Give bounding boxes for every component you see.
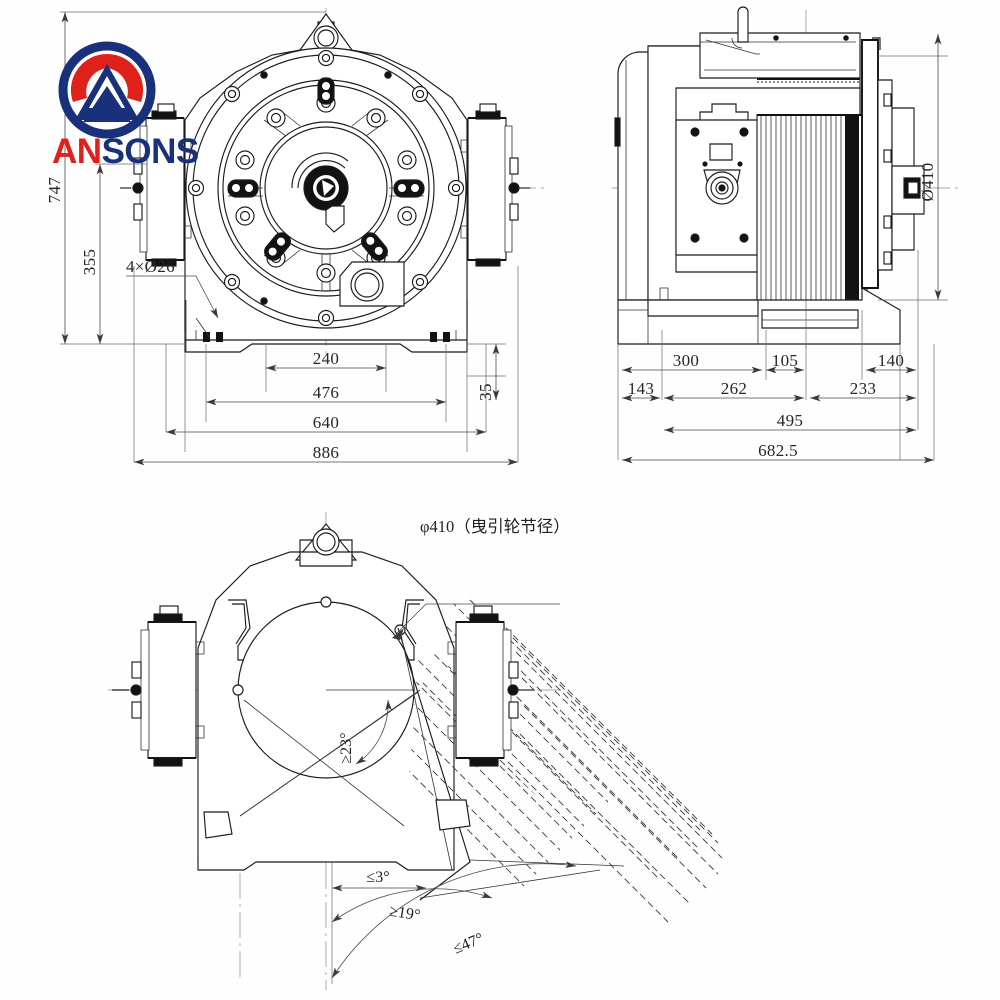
front-view-dimensions: 747 355 4×Ø26 240 476 (45, 11, 519, 466)
side-view-dimensions: Ø410 300 105 140 143 262 (617, 34, 948, 464)
front-brake-right (460, 103, 530, 267)
dim-233-text: 233 (850, 379, 876, 398)
front-hub (291, 152, 349, 233)
angle-23-arc (355, 699, 392, 765)
dim-355-text: 355 (80, 249, 99, 275)
front-terminal-boss (339, 261, 405, 307)
angle-23-text: ≥23° (338, 732, 355, 763)
dim-886-text: 886 (313, 443, 339, 462)
dim-682-text: 682.5 (758, 441, 798, 460)
side-cooling-fins (756, 114, 868, 316)
front-brake-left (120, 103, 192, 267)
dim-747-text: 747 (45, 177, 64, 204)
front-bolt-circle-outer (187, 49, 465, 327)
bottom-brake-right (447, 605, 534, 767)
front-view (120, 8, 545, 360)
sheave-note-leader (395, 603, 560, 635)
dim-240-text: 240 (313, 349, 339, 368)
bottom-rope-fan-extension (469, 599, 723, 923)
dim-phi410-text: Ø410 (918, 163, 937, 202)
angle-3-text: ≤3° (366, 869, 389, 886)
side-right-assembly (861, 37, 925, 289)
dim-495-text: 495 (777, 411, 803, 430)
angle-47-arc (331, 861, 577, 979)
dim-140-text: 140 (878, 351, 904, 370)
bottom-brake-left (112, 605, 205, 767)
side-base (617, 287, 901, 345)
angle-19-text: ≥19° (388, 903, 421, 925)
dim-35-text: 35 (476, 383, 495, 401)
dim-262-text: 262 (721, 379, 747, 398)
dim-143-text: 143 (628, 379, 654, 398)
dim-476-text: 476 (313, 383, 339, 402)
side-view (612, 6, 960, 350)
sheave-note-text: φ410（曳引轮节径） (420, 517, 570, 536)
dim-640-text: 640 (313, 413, 339, 432)
bottom-view-annotations: φ410（曳引轮节径） ≥23° ≤3° ≥19° ≤47° (239, 517, 625, 984)
bottom-view (108, 512, 723, 990)
bottom-left-pad (203, 811, 233, 839)
dim-105-text: 105 (772, 351, 798, 370)
angle-47-text: ≤47° (451, 930, 486, 957)
dim-300-text: 300 (673, 351, 699, 370)
dim-hole-callout-text: 4×Ø26 (126, 257, 175, 276)
front-pocket-slots (227, 77, 425, 261)
